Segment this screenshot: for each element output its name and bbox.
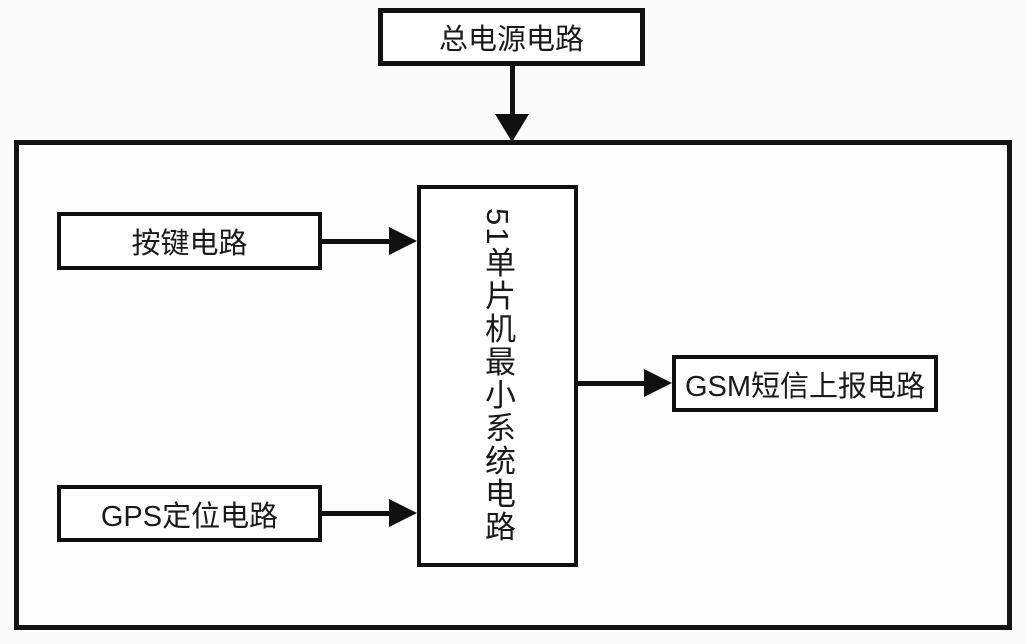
arrow-button-to-mcu-head (389, 227, 417, 255)
arrow-gps-to-mcu-head (389, 499, 417, 527)
arrow-mcu-to-gsm-line (578, 381, 647, 386)
arrow-mcu-to-gsm-head (644, 369, 672, 397)
node-button-circuit: 按键电路 (57, 212, 322, 270)
node-gps-circuit: GPS定位电路 (57, 485, 322, 542)
arrow-power-to-frame-line (510, 65, 515, 117)
node-gsm-sms-report-circuit: GSM短信上报电路 (672, 355, 938, 412)
arrow-gps-to-mcu-line (322, 511, 392, 516)
arrow-power-to-frame-head (495, 114, 529, 142)
node-mcu-minimal-system: 51单片机最小系统电路 (417, 185, 578, 567)
node-main-power-circuit: 总电源电路 (378, 8, 645, 66)
node-mcu-label: 51单片机最小系统电路 (480, 208, 515, 544)
node-gps-label: GPS定位电路 (100, 500, 279, 533)
node-gsm-label: GSM短信上报电路 (684, 370, 926, 403)
node-main-power-label: 总电源电路 (438, 24, 584, 56)
node-button-label: 按键电路 (131, 228, 248, 260)
arrow-button-to-mcu-line (322, 239, 392, 244)
